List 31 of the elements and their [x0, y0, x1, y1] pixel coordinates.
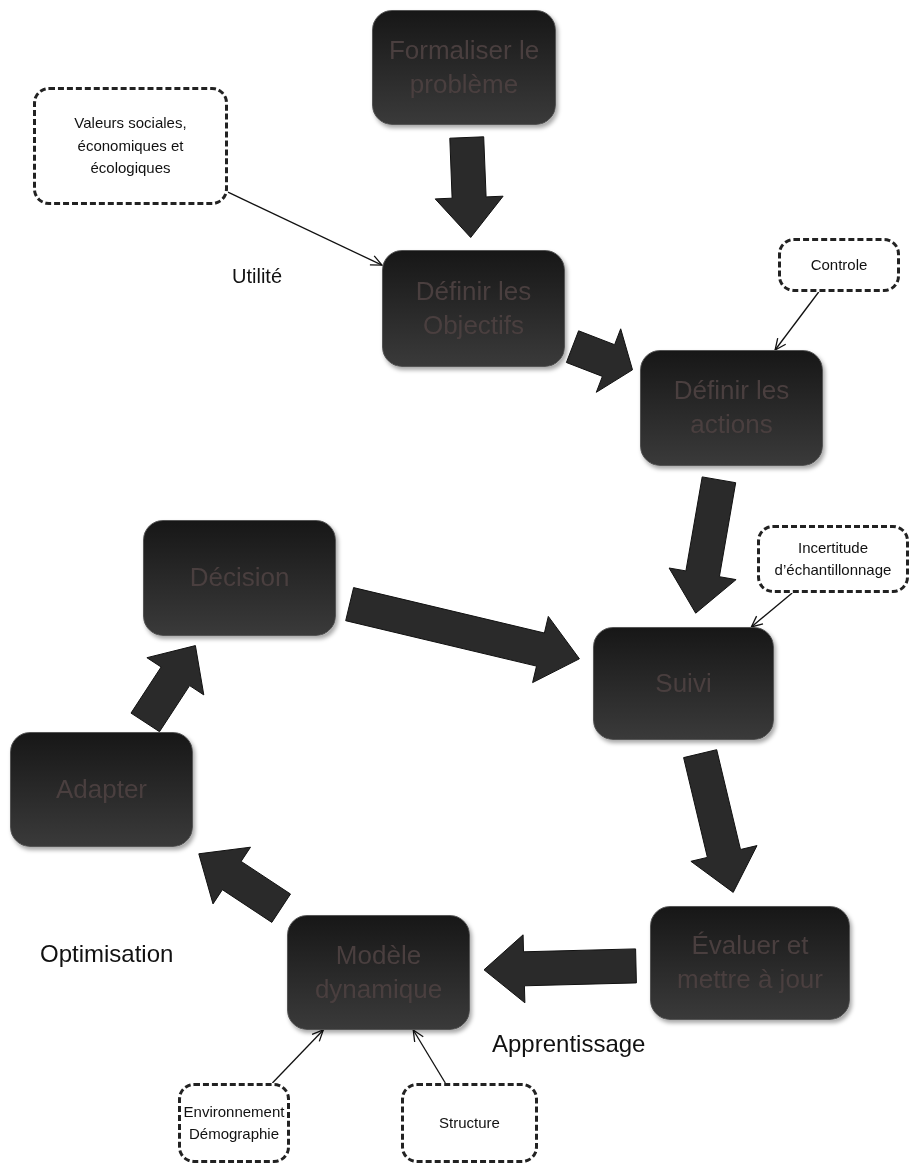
note-text: Valeurs sociales, économiques et écologiques: [73, 113, 188, 179]
block-arrow: [565, 328, 633, 393]
block-arrow: [683, 749, 758, 893]
note-text: Environnement Démographie: [183, 1101, 285, 1144]
note-box: [757, 525, 909, 593]
block-arrow: [345, 587, 580, 684]
process-box: [372, 10, 556, 125]
process-box: [650, 906, 850, 1020]
note-box: [33, 87, 228, 205]
process-box: [287, 915, 470, 1030]
block-arrow: [434, 136, 504, 238]
note-box: [178, 1083, 290, 1163]
note-box: [401, 1083, 538, 1163]
note-text: Incertitude d’échantillonnage: [773, 537, 893, 580]
arrow: [227, 191, 383, 266]
block-arrow: [130, 645, 205, 733]
arrow: [750, 592, 793, 628]
note-text: Structure: [439, 1112, 500, 1133]
arrow: [271, 1029, 324, 1084]
process-box: [593, 627, 774, 740]
process-box: [10, 732, 193, 847]
block-arrow: [483, 934, 637, 1004]
arrow: [774, 291, 820, 351]
note-text: Controle: [810, 254, 868, 275]
process-box: [640, 350, 823, 466]
block-arrow: [198, 846, 291, 923]
block-arrow: [668, 476, 737, 614]
process-box: [143, 520, 336, 636]
arrow: [412, 1029, 446, 1084]
process-box: [382, 250, 565, 367]
note-box: [778, 238, 900, 292]
